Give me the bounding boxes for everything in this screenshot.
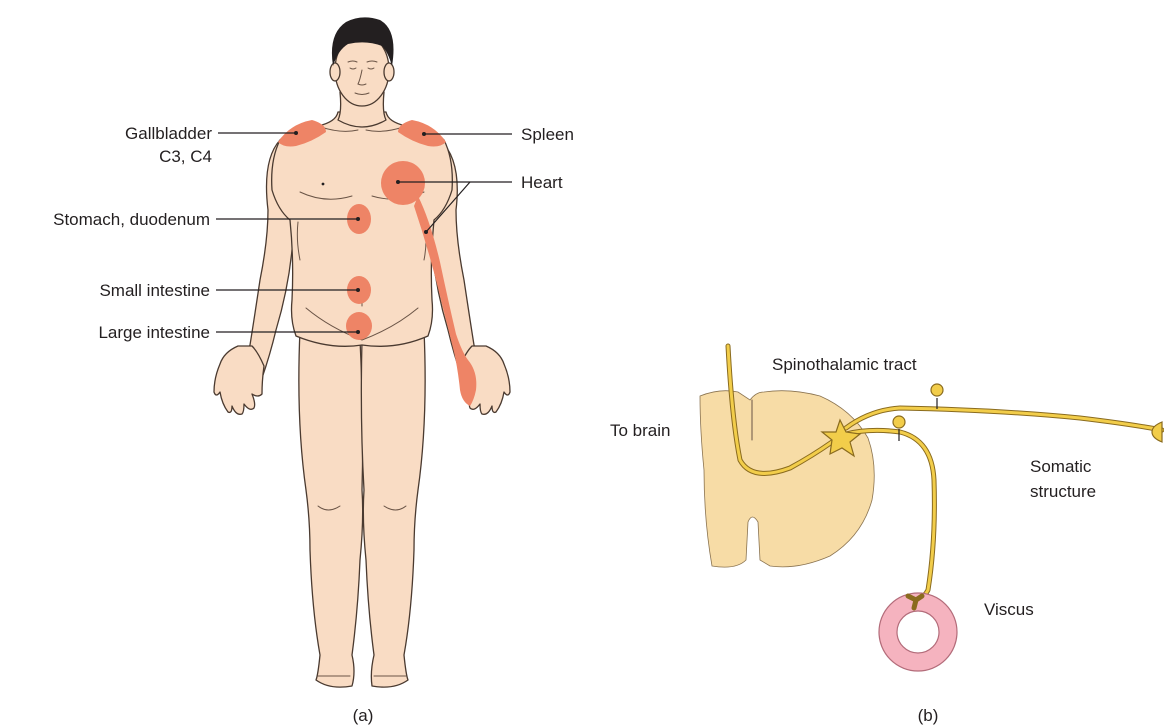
to-brain-label: To brain — [610, 421, 670, 440]
viscus-label: Viscus — [984, 600, 1034, 619]
heart-label: Heart — [521, 173, 563, 192]
somatic-structure-label-line2: structure — [1030, 482, 1096, 501]
small-intestine-label: Small intestine — [99, 281, 210, 300]
large-intestine-label: Large intestine — [98, 323, 210, 342]
somatic-structure-label-line1: Somatic — [1030, 457, 1092, 476]
right-leg — [299, 330, 363, 687]
gallbladder-label: Gallbladder — [125, 124, 212, 143]
spinothalamic-tract-label: Spinothalamic tract — [772, 355, 917, 374]
stomach-duodenum-label: Stomach, duodenum — [53, 210, 210, 229]
left-ear — [384, 63, 394, 81]
right-hand — [214, 346, 264, 414]
left-leg — [361, 330, 425, 687]
gallbladder-segments-label: C3, C4 — [159, 147, 212, 166]
visceral-ganglion — [893, 416, 905, 428]
spleen-label: Spleen — [521, 125, 574, 144]
spinal-cord-diagram — [700, 346, 1162, 671]
right-ear — [330, 63, 340, 81]
body-figure — [214, 17, 510, 687]
panel-b-caption: (b) — [918, 706, 939, 725]
somatic-ganglion — [931, 384, 943, 396]
panel-a-caption: (a) — [353, 706, 374, 725]
spinal-cord-section — [700, 391, 874, 567]
large-intestine-pain-area — [346, 312, 372, 340]
